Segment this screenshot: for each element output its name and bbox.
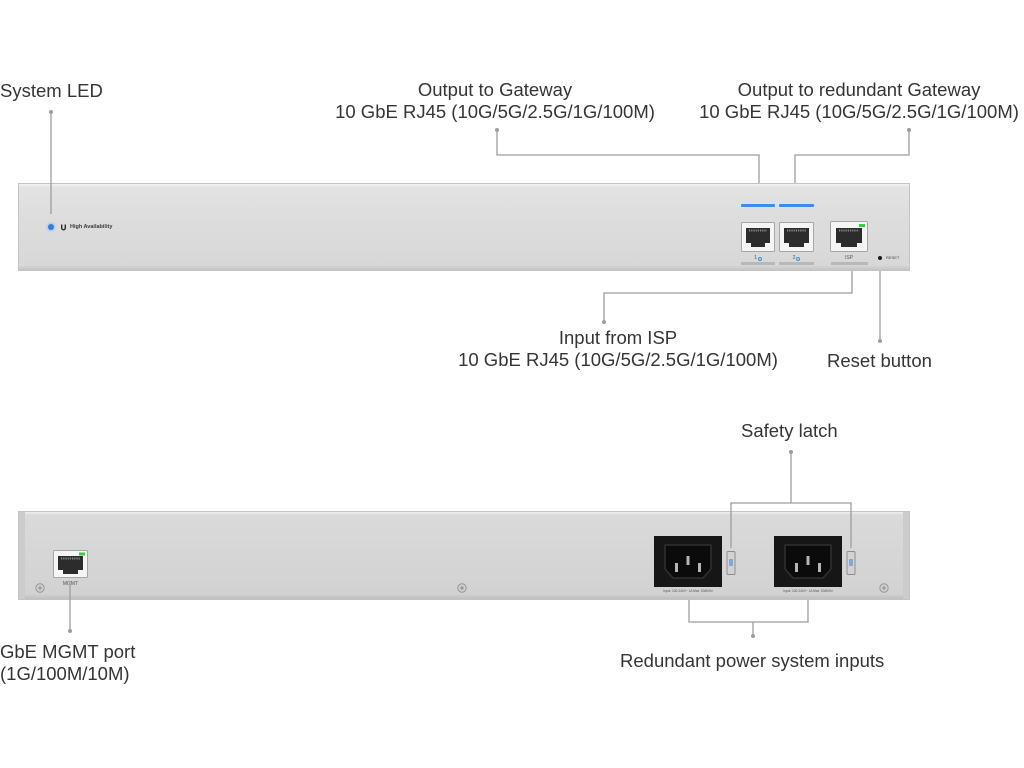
power-inputs-leader-dot (751, 634, 755, 638)
power-inputs-leader (688, 600, 809, 636)
output-gateway-leader (496, 130, 760, 183)
output-gateway-title: Output to Gateway (417, 79, 573, 100)
screw-icon (35, 583, 45, 593)
link-port-icon (796, 256, 801, 261)
port-1-label: 1 (741, 255, 775, 262)
system-led-leader-dot (49, 110, 53, 114)
safety-latch-2 (846, 551, 856, 575)
output-redundant-gateway-spec: 10 GbE RJ45 (10G/5G/2.5G/1G/100M) (699, 101, 1019, 122)
screw-icon (879, 583, 889, 593)
output-gateway-leader-dot (495, 128, 499, 132)
isp-port-label: ISP (830, 255, 868, 262)
port-2-label: 2 (779, 255, 814, 262)
port-2-link-bar (779, 204, 814, 207)
rj45-port-mgmt (53, 550, 88, 578)
isp-label-strip (831, 262, 868, 265)
power-inlet-1 (654, 536, 722, 587)
rj45-port-2 (779, 222, 814, 252)
input-isp-leader (603, 271, 853, 322)
power-inlet-1-rating: Input: 100-240V~ 1A Max, 50/60Hz (663, 589, 713, 593)
output-gateway-spec: 10 GbE RJ45 (10G/5G/2.5G/1G/100M) (335, 101, 655, 122)
power-inlet-2 (774, 536, 842, 587)
high-availability-label: High Availability (70, 224, 113, 230)
safety-latch-leader (730, 452, 852, 548)
power-inlet-2-rating: Input: 100-240V~ 1A Max, 50/60Hz (783, 589, 833, 593)
port-2-number: 2 (792, 255, 796, 261)
safety-latch-leader-dot (789, 450, 793, 454)
port-2-label-strip (779, 262, 814, 265)
output-gateway-callout: Output to Gateway 10 GbE RJ45 (10G/5G/2.… (330, 79, 660, 123)
reset-button-leader-dot (878, 339, 882, 343)
front-panel: High Availability 1 2 (18, 183, 910, 271)
output-redundant-gateway-leader (794, 130, 910, 183)
link-port-icon (757, 256, 762, 261)
safety-latch-1 (726, 551, 736, 575)
reset-label: RESET (886, 255, 900, 260)
mgmt-port-spec: (1G/100M/10M) (0, 663, 130, 684)
input-isp-title: Input from ISP (558, 327, 678, 348)
mgmt-port-title: GbE MGMT port (0, 641, 136, 662)
mgmt-port-leader-dot (68, 629, 72, 633)
rj45-port-1 (741, 222, 775, 252)
input-isp-callout: Input from ISP 10 GbE RJ45 (10G/5G/2.5G/… (452, 327, 784, 371)
power-inputs-label: Redundant power system inputs (620, 650, 885, 671)
isp-port-text: ISP (844, 255, 854, 261)
reset-button-label: Reset button (827, 350, 932, 371)
port-1-number: 1 (754, 255, 757, 261)
output-redundant-gateway-title: Output to redundant Gateway (737, 79, 981, 100)
rj45-port-isp (830, 221, 868, 252)
screw-icon (457, 583, 467, 593)
input-isp-spec: 10 GbE RJ45 (10G/5G/2.5G/1G/100M) (458, 349, 778, 370)
reset-pinhole (878, 256, 882, 260)
output-redundant-gateway-leader-dot (907, 128, 911, 132)
port-1-link-bar (741, 204, 775, 207)
back-panel: MGMT (18, 511, 910, 600)
system-led (48, 224, 54, 230)
system-led-label: System LED (0, 80, 103, 101)
input-isp-leader-dot (602, 320, 606, 324)
mgmt-port-callout: GbE MGMT port (1G/100M/10M) (0, 641, 135, 685)
brand-logo-icon (61, 224, 66, 231)
output-redundant-gateway-callout: Output to redundant Gateway 10 GbE RJ45 … (694, 79, 1024, 123)
safety-latch-label: Safety latch (741, 420, 838, 441)
port-1-label-strip (741, 262, 775, 265)
